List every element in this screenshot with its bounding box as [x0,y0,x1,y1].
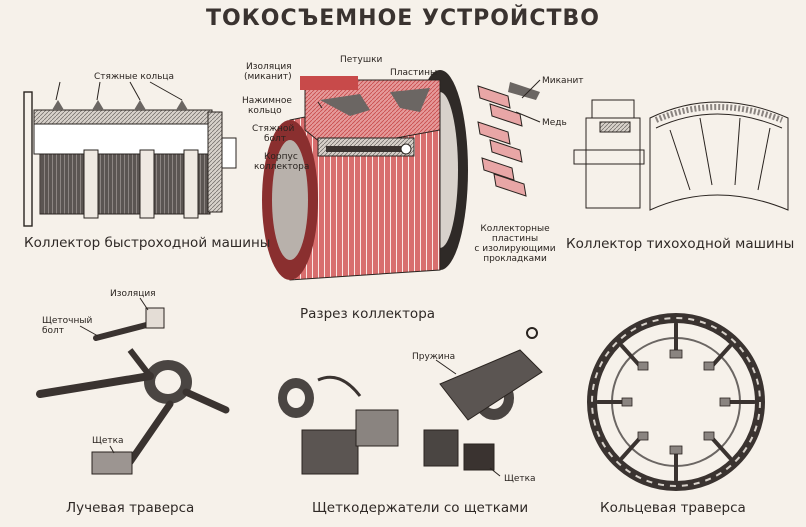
label-plates: Пластины [390,68,438,78]
plates-drawing [477,79,541,197]
label-clamp-bolt-1: Стяжной [252,124,295,134]
label-coll-plates-4: прокладками [483,254,547,264]
label-coll-plates-1: Коллекторные [480,224,550,234]
label-clamp-rings: Стяжные кольца [94,72,175,82]
label-clamp-bolt-2: болт [264,134,287,144]
label-body-2: коллектора [254,162,310,172]
caption-ring-traverse: Кольцевая траверса [600,500,746,516]
label-pressure-ring-2: кольцо [248,106,282,116]
brush-holders-drawing [278,327,543,477]
label-pressure-ring-1: Нажимное [242,96,292,106]
ring-traverse-drawing [587,313,765,491]
label-brush-2: Щетка [504,474,536,484]
label-brush: Щетка [92,436,124,446]
caption-fast-collector: Коллектор быстроходной машины [24,235,271,251]
label-micanite: Миканит [542,76,584,86]
label-brush-bolt-1: Щеточный [42,316,93,326]
fast-collector-drawing [23,81,237,227]
label-coll-plates-2: пластины [491,234,539,244]
radial-traverse-drawing [36,297,230,475]
caption-brush-holders: Щеткодержатели со щетками [312,500,529,516]
label-insulation-1: Изоляция [246,62,292,72]
label-cocks: Петушки [340,55,383,65]
label-insulation-trav: Изоляция [110,289,156,299]
label-insulation-2: (миканит) [244,72,292,82]
label-coll-plates-3: с изолирующими [474,244,556,254]
slow-collector-drawing [573,99,789,211]
collector-section-drawing [262,70,468,281]
label-body-1: Корпус [264,152,298,162]
caption-slow-collector: Коллектор тихоходной машины [566,236,795,252]
poster-title: ТОКОСЪЕМНОЕ УСТРОЙСТВО [206,6,600,31]
caption-radial-traverse: Лучевая траверса [66,500,195,516]
caption-collector-section: Разрез коллектора [300,306,436,322]
label-brush-bolt-2: болт [42,326,65,336]
label-spring: Пружина [412,352,456,362]
label-copper: Медь [542,118,567,128]
